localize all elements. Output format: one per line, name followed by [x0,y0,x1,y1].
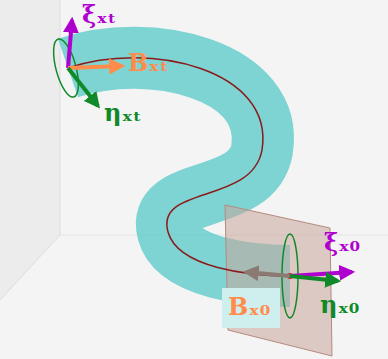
vector-label: ξₓ₀ [322,230,362,256]
vector-label: ηₓ₀ [318,292,361,318]
trajectory [68,58,290,276]
vector-label: Bₓ₀ [226,294,272,320]
vector-label: ξₓₜ [80,2,119,28]
wall-edge [0,0,60,300]
plane-patch [222,288,280,328]
b-vector [68,66,122,68]
eta-vector [290,276,338,281]
left-wall [0,0,60,300]
xi-vector [68,20,72,68]
vector-label: ηₓₜ [102,100,144,126]
vector-label: Bₓₜ [126,50,171,76]
b-vector [246,272,290,276]
eta-vector [68,68,98,106]
